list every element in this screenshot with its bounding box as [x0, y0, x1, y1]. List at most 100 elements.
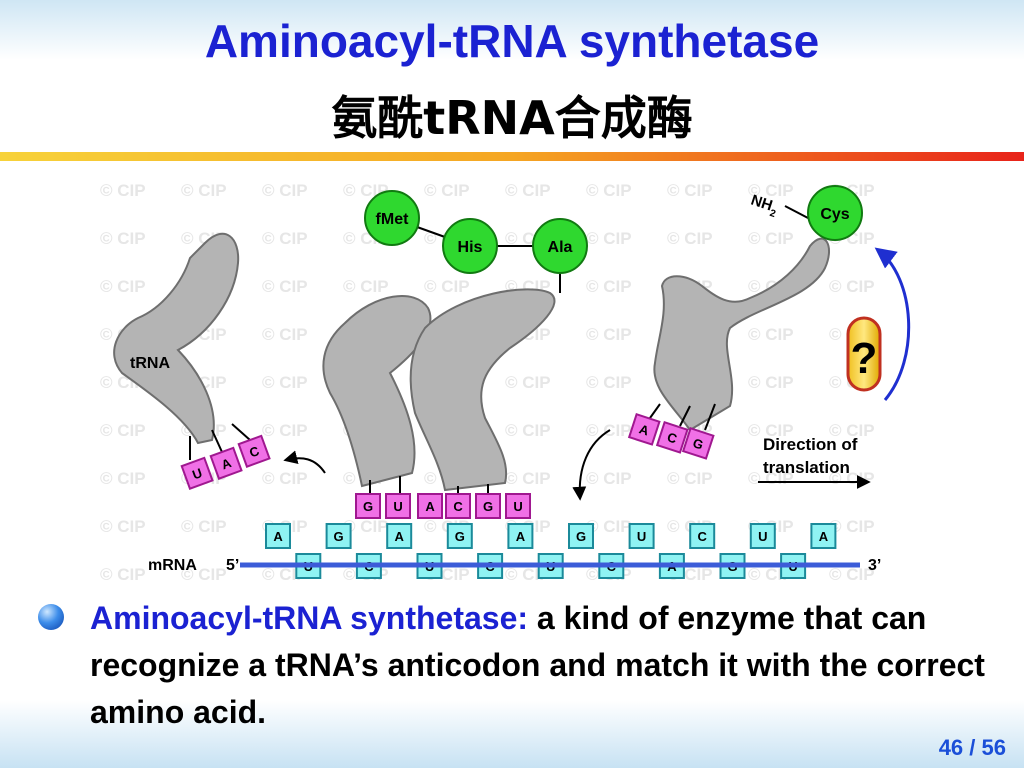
watermark-text: © CIP: [181, 517, 227, 536]
translation-diagram: © CIP © CIP © CIP © CIP © CIP © CIP © CIP © CIP…: [100, 181, 911, 584]
nucleotide-u: U: [180, 456, 214, 490]
watermark-text: © CIP: [505, 469, 551, 488]
slide-title: Aminoacyl-tRNA synthetase: [204, 15, 820, 67]
slide-subtitle-chinese: 氨酰tRNA合成酶: [331, 91, 693, 145]
nucleotide-a: A: [209, 446, 243, 480]
watermark-text: © CIP: [262, 229, 308, 248]
nucleotide-u: U: [628, 523, 655, 549]
amino-acid-label: Ala: [548, 239, 573, 256]
watermark-text: © CIP: [586, 229, 632, 248]
watermark-text: © CIP: [667, 181, 713, 200]
watermark-text: © CIP: [262, 277, 308, 296]
watermark-text: © CIP: [586, 469, 632, 488]
nucleotide-letter: U: [758, 529, 767, 544]
nucleotide-letter: A: [273, 529, 283, 544]
watermark-text: © CIP: [181, 181, 227, 200]
nucleotide-g: G: [446, 523, 473, 549]
nucleotide-u: U: [749, 523, 776, 549]
watermark-text: © CIP: [505, 181, 551, 200]
nucleotide-letter: G: [483, 499, 493, 514]
watermark-text: © CIP: [667, 229, 713, 248]
nucleotide-letter: G: [455, 529, 465, 544]
watermark-text: © CIP: [829, 517, 875, 536]
watermark-text: © CIP: [343, 517, 389, 536]
entry-arrow: [572, 429, 611, 501]
watermark-text: © CIP: [586, 181, 632, 200]
bound-trna-2: [409, 258, 561, 498]
nucleotide-u: U: [385, 493, 411, 519]
nucleotide-letter: C: [698, 529, 708, 544]
nucleotide-letter: C: [453, 499, 463, 514]
watermark-text: © CIP: [667, 469, 713, 488]
definition-text: Aminoacyl-tRNA synthetase: a kind of enz…: [90, 595, 990, 736]
watermark-text: © CIP: [505, 373, 551, 392]
amino-acid-label: Cys: [820, 206, 849, 223]
amino-acid-label: fMet: [376, 211, 410, 228]
amino-acid-fmet: fMet: [364, 190, 420, 246]
watermark-text: © CIP: [586, 325, 632, 344]
nucleotide-a: A: [265, 523, 291, 549]
watermark-text: © CIP: [424, 277, 470, 296]
nucleotide-c: C: [445, 493, 471, 519]
watermark-text: © CIP: [424, 181, 470, 200]
trna-label: tRNA: [130, 355, 170, 372]
amino-acid-chain: fMet His Ala Cys: [364, 185, 863, 274]
nucleotide-letter: G: [363, 499, 373, 514]
nucleotide-letter: G: [691, 435, 705, 452]
bullet-icon: [38, 604, 64, 630]
free-trna: tRNA UAC: [113, 232, 271, 490]
footer-background: [0, 700, 1024, 768]
amino-acid-cys: Cys: [807, 185, 863, 241]
nucleotide-letter: G: [334, 529, 344, 544]
nucleotide-letter: A: [425, 499, 435, 514]
watermark-text: © CIP: [262, 373, 308, 392]
watermark-text: © CIP: [586, 373, 632, 392]
watermark-text: © CIP: [748, 469, 794, 488]
nucleotide-c: C: [655, 421, 689, 454]
watermark-text: © CIP: [181, 565, 227, 584]
watermark-text: © CIP: [343, 277, 389, 296]
watermark-text: © CIP: [100, 469, 146, 488]
svg-text:?: ?: [851, 334, 878, 383]
nucleotide-a: A: [386, 523, 413, 549]
nucleotide-u: U: [505, 493, 531, 519]
question-mark-enzyme: ?: [846, 316, 882, 392]
watermark-text: © CIP: [586, 277, 632, 296]
header-background: [0, 0, 1024, 60]
watermark-text: © CIP: [748, 229, 794, 248]
nucleotide-g: G: [681, 427, 715, 460]
watermark-text: © CIP: [829, 565, 875, 584]
nucleotide-g: G: [568, 523, 594, 549]
direction-label-line1: Direction of: [763, 435, 858, 454]
watermark-text: © CIP: [262, 325, 308, 344]
watermark-text: © CIP: [262, 421, 308, 440]
amino-acid-his: His: [442, 218, 498, 274]
bound-trna-1: [322, 295, 432, 496]
watermark-text: © CIP: [100, 229, 146, 248]
amino-acid-ala: Ala: [532, 218, 588, 274]
page-number: 46 / 56: [938, 735, 1006, 760]
nucleotide-letter: A: [819, 529, 829, 544]
title-divider: [0, 152, 1024, 161]
nh2-label: NH2: [748, 192, 781, 221]
watermark-text: © CIP: [262, 469, 308, 488]
watermark-text: © CIP: [829, 421, 875, 440]
watermark-text: © CIP: [748, 181, 794, 200]
watermark-text: © CIP: [829, 277, 875, 296]
watermark-text: © CIP: [748, 373, 794, 392]
nucleotide-letter: A: [395, 529, 405, 544]
watermark-text: © CIP: [748, 421, 794, 440]
nucleotide-letter: U: [637, 529, 646, 544]
watermark-text: © CIP: [586, 517, 632, 536]
exit-arrow: [283, 450, 326, 474]
nucleotide-a: A: [417, 493, 443, 519]
watermark-text: © CIP: [748, 325, 794, 344]
watermark-text: © CIP: [100, 421, 146, 440]
nucleotide-a: A: [507, 523, 534, 549]
direction-label-line2: translation: [763, 458, 850, 477]
watermark-text: © CIP: [262, 181, 308, 200]
watermark-text: © CIP: [100, 565, 146, 584]
watermark-text: © CIP: [100, 277, 146, 296]
nucleotide-a: A: [627, 413, 661, 446]
